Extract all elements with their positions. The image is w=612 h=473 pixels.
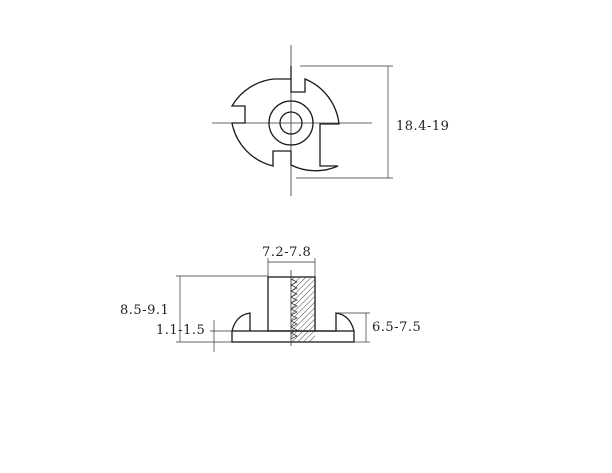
left-prong [231, 312, 251, 332]
side-view: 7.2-7.8 8.5-9.1 1.1-1.5 6.5-7.5 [120, 245, 421, 352]
dim-label-flange-thickness: 1.1-1.5 [156, 323, 205, 338]
dim-label-barrel-diameter: 7.2-7.8 [262, 245, 311, 260]
dim-label-flange-diameter: 18.4-19 [396, 119, 449, 134]
flange-outline [230, 66, 340, 172]
right-prong [335, 312, 355, 332]
thread-bore-circle [279, 111, 303, 135]
top-view: 18.4-19 [212, 45, 449, 196]
dim-label-prong-height: 6.5-7.5 [372, 320, 421, 335]
dim-label-total-height: 8.5-9.1 [120, 303, 169, 318]
barrel-outer-circle [268, 100, 314, 146]
